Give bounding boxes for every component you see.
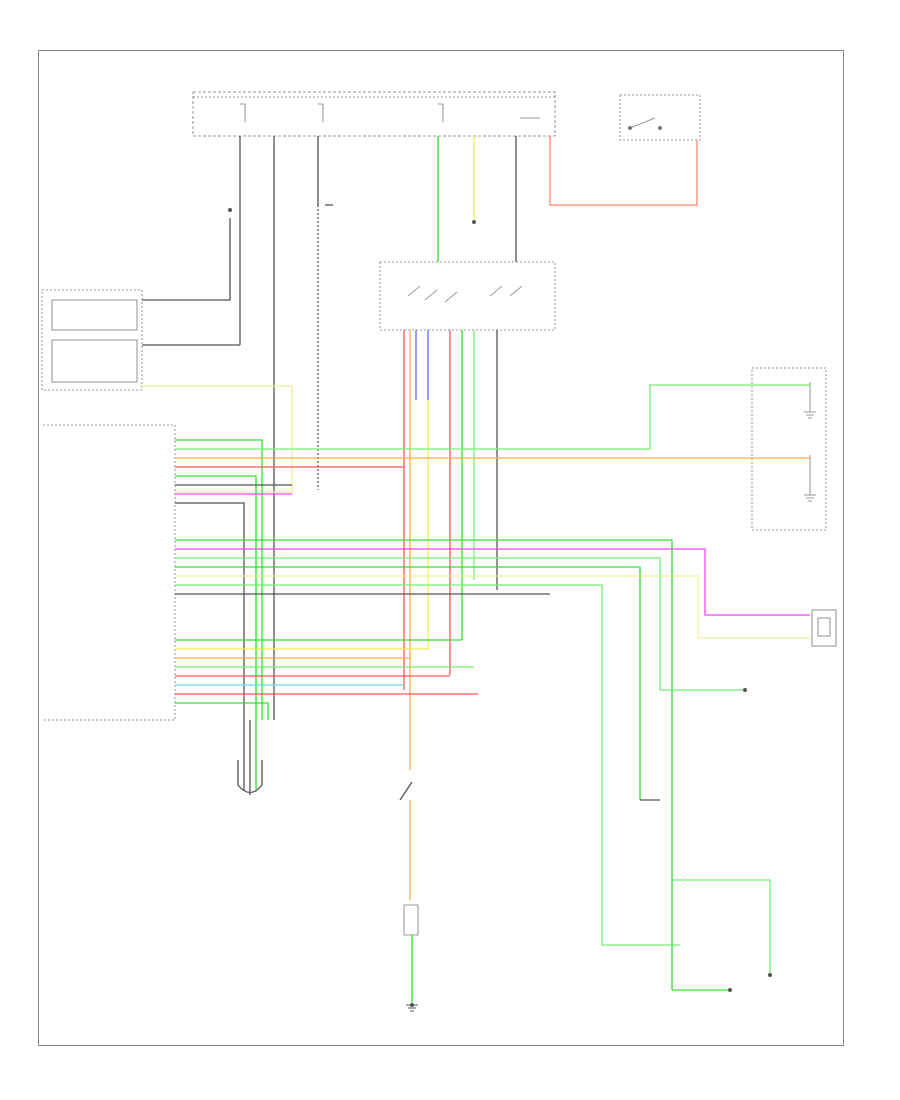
wire-cluster-yellow <box>140 385 293 493</box>
range-contact-1 <box>407 285 421 297</box>
ecm-wires-middle <box>175 539 810 990</box>
wire-ecm-1 <box>175 439 263 720</box>
range-contact-2 <box>424 289 438 301</box>
dot-1 <box>228 208 232 212</box>
wire-ecm-10 <box>175 548 810 616</box>
ignition-terminal <box>658 126 663 131</box>
dot-2 <box>472 220 476 224</box>
vehicle-speed-sensor <box>811 609 837 647</box>
automatic-transaxle <box>751 367 827 531</box>
fuse-box-outline <box>192 91 556 137</box>
brake-switch-contact <box>399 781 413 801</box>
ground-a <box>804 411 816 419</box>
fuse-3 <box>438 103 444 122</box>
transaxle-outline <box>751 367 827 531</box>
fuse-2 <box>318 103 324 122</box>
ignition-contact <box>629 117 656 129</box>
dot-6 <box>410 1003 414 1007</box>
wire-ecm-13 <box>175 575 810 639</box>
cluster-indicator-1 <box>51 299 138 331</box>
ground-b <box>804 494 816 502</box>
brake-lamp <box>403 904 419 936</box>
instrument-cluster <box>41 289 143 391</box>
right-lower-branch <box>530 593 771 991</box>
range-contact-5 <box>509 285 523 297</box>
vss-element <box>817 617 831 637</box>
ecm-wires-upper <box>175 384 810 720</box>
wire-ecm-2 <box>175 384 810 450</box>
brake-switch-branch <box>399 700 419 1012</box>
diagram-frame <box>38 50 844 1046</box>
wire-ecm-5 <box>175 475 257 720</box>
wire-ecm-11 <box>175 557 661 690</box>
wire-ecm-9 <box>175 539 673 990</box>
dot-4 <box>768 973 772 977</box>
ignition-switch <box>619 94 701 141</box>
cluster-indicator-2 <box>51 339 138 383</box>
fuse-1 <box>240 103 246 122</box>
range-contact-4 <box>489 285 503 297</box>
ecm <box>43 424 176 721</box>
range-switch-wires <box>403 330 498 700</box>
wire-ecm-12 <box>175 566 641 800</box>
cluster-outline <box>41 289 143 391</box>
ignition-switch-outline <box>619 94 701 141</box>
wire-ecm-8 <box>175 502 245 720</box>
ignition-pivot <box>628 126 633 131</box>
dot-5 <box>728 988 732 992</box>
cluster-wires <box>140 218 293 493</box>
data-link-connector <box>237 720 263 795</box>
transmission-range-switch <box>379 261 556 331</box>
connector-dots <box>228 208 772 1007</box>
vss-outline <box>811 609 837 647</box>
wire-ecm-14 <box>175 584 680 946</box>
wire-ecm-23 <box>175 702 269 720</box>
ecm-wires-lower <box>175 639 478 720</box>
wire-cluster-1 <box>142 218 231 301</box>
wire-right-3 <box>672 879 771 975</box>
dot-3 <box>743 688 747 692</box>
fuse-box <box>192 91 556 137</box>
wire-ignition-loop <box>549 136 698 206</box>
range-switch-outline <box>379 261 556 331</box>
feed-wires <box>239 136 698 720</box>
range-contact-3 <box>444 291 458 303</box>
ecm-outline <box>43 424 176 721</box>
